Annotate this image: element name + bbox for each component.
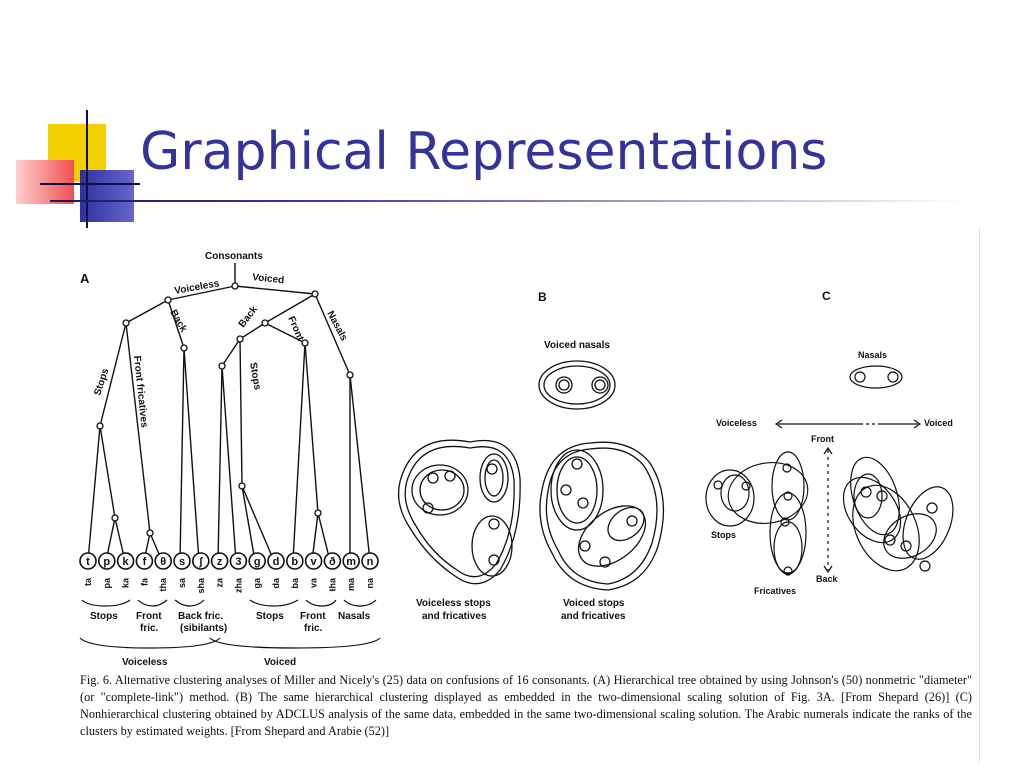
c-back-label: Back — [816, 574, 839, 584]
super-label-voiceless: Voiceless — [122, 657, 168, 668]
panel-b-embedding: B Voiced nasals Voic — [397, 290, 665, 622]
voiceless-caption-1: Voiceless stops — [416, 598, 491, 609]
super-label-voiced: Voiced — [264, 657, 296, 668]
leaf-node — [97, 552, 116, 570]
group-label-nasals: Nasals — [338, 611, 371, 622]
c-stops-label: Stops — [711, 530, 736, 540]
leaf-node — [79, 552, 97, 570]
leaf-node — [286, 552, 304, 570]
leaf-node — [267, 552, 285, 570]
front-right-label: Front — [285, 315, 306, 343]
leaf-syllable: fa — [139, 577, 149, 586]
leaf-syllable: ka — [121, 577, 131, 588]
c-voiceless-label: Voiceless — [716, 418, 757, 428]
title-underline — [50, 200, 970, 202]
decor-red-square — [16, 160, 74, 204]
leaf-symbol: n — [367, 556, 374, 568]
leaf-symbol: d — [273, 556, 280, 568]
leaf-node — [229, 552, 248, 570]
leaf-symbol: v — [311, 556, 318, 568]
panel-a-tree: A Consonants — [79, 251, 381, 668]
back-right-label: Back — [237, 304, 261, 330]
leaf-syllable: ga — [252, 577, 262, 588]
group-label-back-fric-2: (sibilants) — [180, 623, 227, 634]
leaf-syllable: va — [309, 577, 319, 588]
leaf-symbol: p — [103, 556, 110, 568]
leaf-node — [154, 552, 172, 570]
leaf-node — [342, 552, 361, 570]
leaf-symbol: k — [123, 556, 130, 568]
leaf-symbol: ð — [329, 556, 336, 568]
voiced-caption-2: and fricatives — [561, 611, 626, 622]
leaf-symbol: 3 — [235, 556, 241, 568]
panel-b-label: B — [538, 290, 547, 304]
leaf-syllable: ba — [290, 577, 300, 588]
group-layer: Stops Front fric. Back fric. (sibilants)… — [79, 599, 381, 668]
decor-vertical-line — [86, 110, 88, 228]
leaf-syllable: da — [271, 577, 281, 588]
panel-c-label: C — [822, 289, 831, 303]
back-left-label: Back — [167, 308, 189, 335]
leaf-node — [210, 552, 229, 570]
leaf-node — [135, 552, 154, 570]
decor-blue-square — [80, 170, 134, 222]
leaf-node — [173, 552, 191, 570]
group-label-back-fric-1: Back fric. — [178, 611, 223, 622]
leaf-node — [361, 552, 379, 570]
branch-voiced-label: Voiced — [252, 272, 285, 286]
leaf-symbol: m — [346, 556, 356, 568]
leaf-layer: t ta p pak ka f fa θ tha s saʃ sha z za 3 zha g gad dab bav… — [79, 552, 379, 594]
voiceless-caption-2: and fricatives — [422, 611, 487, 622]
leaf-syllable: na — [365, 577, 375, 588]
leaf-symbol: f — [143, 556, 147, 568]
c-fricatives-label: Fricatives — [754, 586, 796, 596]
leaf-syllable: pa — [102, 577, 112, 588]
leaf-node — [192, 552, 210, 570]
panel-a-label: A — [80, 271, 90, 286]
tree-root-label: Consonants — [205, 251, 263, 262]
group-label-stops-voiced: Stops — [256, 611, 284, 622]
leaf-syllable: ta — [83, 577, 93, 586]
leaf-node — [323, 552, 342, 570]
leaf-syllable: sha — [196, 577, 206, 594]
stops-right-label: Stops — [247, 362, 263, 392]
leaf-symbol: t — [86, 556, 90, 568]
group-label-front-fric-2: fric. — [140, 623, 159, 634]
c-voiced-label: Voiced — [924, 418, 953, 428]
group-label-stops-voiceless: Stops — [90, 611, 118, 622]
leaf-symbol: s — [179, 556, 185, 568]
leaf-syllable: tha — [158, 577, 168, 591]
nasals-label: Nasals — [324, 309, 349, 343]
leaf-node — [304, 552, 323, 570]
group-label-front-fric-voiced-2: fric. — [304, 623, 323, 634]
clustering-figure: A Consonants — [79, 228, 980, 763]
leaf-symbol: z — [217, 556, 223, 568]
leaf-syllable: ŧha — [327, 577, 337, 591]
leaf-node — [248, 552, 266, 570]
slide-title: Graphical Representations — [140, 122, 828, 182]
figure-caption: Fig. 6. Alternative clustering analyses … — [80, 673, 972, 738]
decor-horizontal-line — [40, 183, 140, 185]
group-label-front-fric-1: Front — [136, 611, 162, 622]
leaf-symbol: b — [291, 556, 298, 568]
leaf-syllable: za — [215, 577, 225, 588]
leaf-symbol: g — [254, 556, 261, 568]
leaf-symbol: ʃ — [198, 556, 204, 568]
voiced-caption-1: Voiced stops — [563, 598, 625, 609]
group-label-front-fric-voiced-1: Front — [300, 611, 326, 622]
leaf-syllable: zha — [233, 577, 243, 593]
leaf-symbol: θ — [160, 556, 166, 568]
c-front-label: Front — [811, 434, 834, 444]
leaf-node — [116, 552, 135, 570]
panel-c-adclus: C Nasals — [705, 289, 954, 596]
voiced-nasals-label: Voiced nasals — [544, 340, 610, 351]
leaf-syllable: sa — [177, 577, 187, 588]
c-nasals-label: Nasals — [858, 350, 887, 360]
leaf-syllable: ma — [346, 577, 356, 591]
